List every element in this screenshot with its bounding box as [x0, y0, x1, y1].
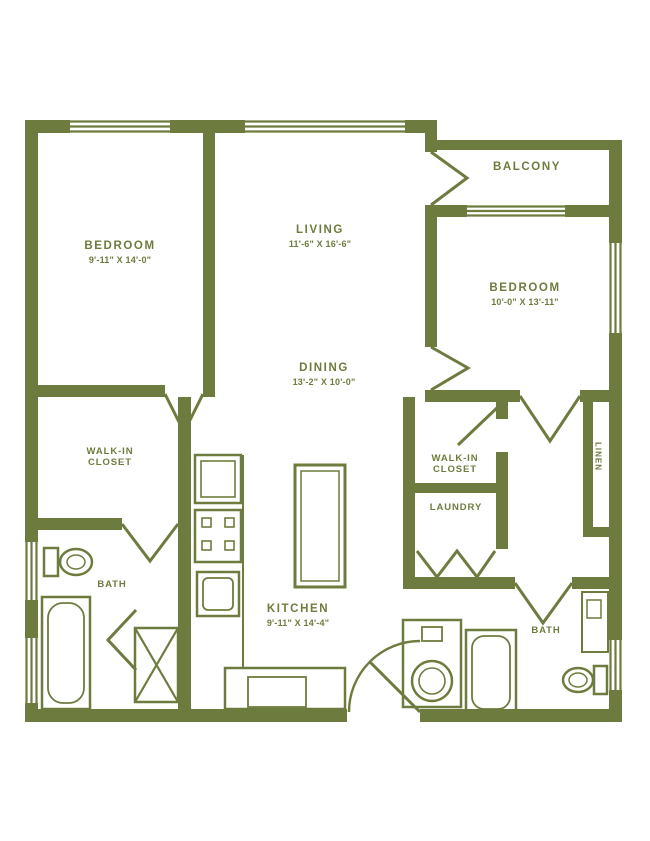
room-name: LINEN	[593, 442, 603, 471]
doors	[105, 150, 582, 714]
room-label-kitchen: KITCHEN 9'-11" X 14'-4"	[267, 603, 329, 628]
shower-niche-icon	[581, 591, 609, 653]
room-label-walkin-closet-2: WALK-IN CLOSET	[432, 453, 479, 475]
bedroom2-door-swing	[430, 345, 471, 392]
room-dimensions: 11'-6" X 16'-6"	[288, 238, 352, 249]
room-name: WALK-IN	[86, 446, 134, 457]
window	[609, 640, 622, 690]
toilet-icon	[561, 664, 609, 696]
room-label-bath-1: BATH	[97, 579, 126, 590]
room-name: CLOSET	[88, 457, 132, 469]
room-name: DINING	[299, 362, 349, 374]
fixtures	[40, 453, 609, 717]
room-name: BEDROOM	[84, 240, 156, 252]
toilet-icon	[42, 546, 94, 578]
room-name: KITCHEN	[266, 603, 330, 615]
room-dimensions: 10'-0" X 13'-11"	[491, 296, 559, 307]
room-name: BATH	[97, 579, 127, 590]
bathtub-icon	[40, 595, 92, 711]
window	[467, 205, 565, 217]
kitchen-island	[293, 463, 347, 589]
washer-dryer-icon	[133, 626, 180, 704]
windows	[25, 120, 622, 703]
bath2-door-swing	[513, 582, 574, 626]
room-label-dining: DINING 13'-2" X 10'-0"	[293, 362, 356, 387]
room-label-bath-2: BATH	[531, 625, 560, 636]
room-name: LAUNDRY	[429, 502, 483, 513]
closet1-door-swing	[120, 523, 180, 564]
balcony-door-swing	[430, 150, 470, 207]
window	[25, 638, 38, 703]
room-name: BALCONY	[492, 161, 562, 173]
exterior-walls	[25, 120, 622, 722]
entry-door-leaf	[368, 660, 422, 714]
dishwasher-icon	[247, 676, 307, 708]
window	[245, 120, 405, 133]
room-label-walkin-closet-1: WALK-IN CLOSET	[87, 446, 134, 468]
counter-bottom	[223, 666, 347, 711]
window	[25, 542, 38, 600]
room-name: BEDROOM	[489, 282, 561, 294]
room-label-living: LIVING 11'-6" X 16'-6"	[289, 224, 351, 249]
room-name: WALK-IN	[431, 453, 479, 464]
bedroom2-double-door	[518, 395, 582, 444]
kitchen-sink-icon	[195, 570, 241, 618]
bathtub-icon	[464, 628, 518, 717]
room-dimensions: 13'-2" X 10'-0"	[292, 376, 356, 387]
bedroom1-door-swing	[163, 393, 205, 436]
room-name: LIVING	[296, 224, 344, 236]
room-label-balcony: BALCONY	[493, 161, 561, 175]
window	[70, 120, 170, 133]
window	[609, 243, 622, 333]
entry-door-arc	[347, 639, 421, 713]
room-dimensions: 9'-11" X 14'-4"	[266, 617, 330, 628]
room-label-bedroom-2: BEDROOM 10'-0" X 13'-11"	[489, 282, 560, 307]
stove-icon	[193, 508, 243, 564]
room-name: CLOSET	[433, 464, 477, 476]
fridge-icon	[193, 453, 243, 505]
room-label-bedroom-1: BEDROOM 9'-11" X 14'-0"	[84, 240, 155, 265]
room-label-linen: LINEN	[593, 442, 602, 471]
room-dimensions: 9'-11" X 14'-0"	[88, 254, 152, 265]
room-name: BATH	[531, 625, 561, 636]
vanity-sink-icon	[401, 618, 463, 709]
room-label-laundry: LAUNDRY	[430, 502, 482, 513]
laundry-bifold-doors	[415, 548, 497, 580]
closet2-door-swing	[456, 403, 502, 447]
bath1-door-swing	[105, 608, 138, 672]
interior-walls	[38, 120, 622, 722]
